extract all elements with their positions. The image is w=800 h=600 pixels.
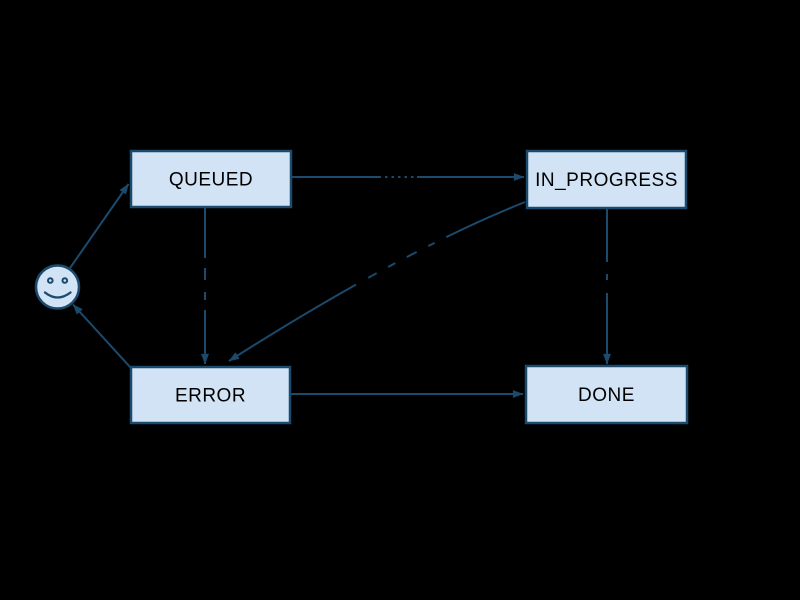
state-label-done: DONE — [578, 385, 635, 406]
smiley-mouth-icon — [43, 291, 72, 299]
state-node-in-progress: IN_PROGRESS — [525, 149, 688, 210]
edge-in-progress-to-error — [228, 201, 526, 362]
edge-start-to-queued — [69, 183, 130, 269]
state-node-queued: QUEUED — [129, 149, 293, 209]
edge-error-to-start — [72, 303, 132, 369]
state-label-error: ERROR — [175, 386, 246, 407]
state-label-in-progress: IN_PROGRESS — [535, 170, 678, 191]
state-label-queued: QUEUED — [169, 170, 253, 191]
state-node-done: DONE — [524, 364, 689, 425]
state-node-error: ERROR — [129, 365, 292, 425]
smiley-left-eye-icon — [47, 277, 54, 284]
start-state-smiley-icon — [34, 264, 81, 310]
smiley-right-eye-icon — [61, 277, 69, 284]
